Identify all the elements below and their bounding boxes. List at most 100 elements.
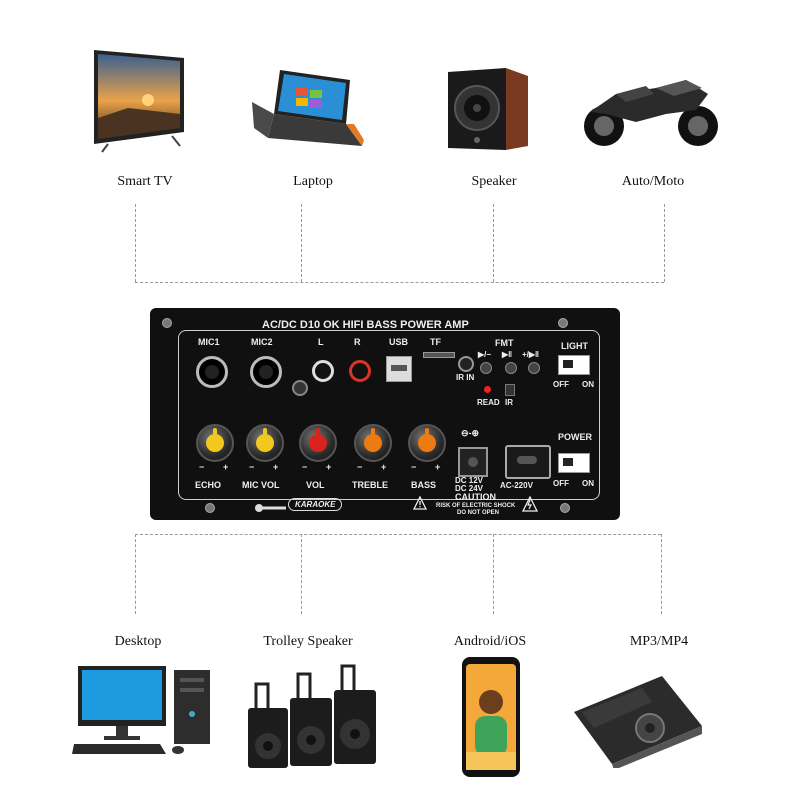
desktop-computer-icon	[70, 664, 212, 760]
trolley-speaker-icon	[246, 664, 378, 772]
knob-label-echo: ECHO	[195, 480, 222, 490]
knob-minus: −	[199, 462, 205, 472]
read-led	[484, 386, 491, 393]
knob-label-vol: VOL	[306, 480, 325, 490]
knob-minus: −	[302, 462, 308, 472]
label-l: L	[318, 337, 324, 347]
label-mic1: MIC1	[198, 337, 220, 347]
connector-line	[301, 534, 302, 614]
label-ac-220v: AC-220V	[500, 481, 533, 490]
label-tf: TF	[430, 337, 441, 347]
screw-icon	[558, 318, 568, 328]
dc-power-jack[interactable]	[458, 447, 488, 477]
label-light: LIGHT	[561, 341, 588, 351]
light-switch[interactable]	[558, 355, 590, 375]
mp3-player-icon	[572, 672, 704, 770]
label-r: R	[354, 337, 361, 347]
warning-triangle-icon	[412, 495, 428, 510]
connector-line	[493, 204, 494, 282]
device-label-auto-moto: Auto/Moto	[621, 174, 685, 189]
label-dc-24v: DC 24V	[455, 484, 484, 493]
amplifier-panel-frame	[178, 330, 600, 500]
connector-line	[661, 534, 662, 614]
knob-plus: +	[223, 462, 229, 472]
usb-port[interactable]	[386, 356, 412, 382]
device-label-laptop: Laptop	[293, 174, 333, 189]
knob-label-treble: TREBLE	[352, 480, 388, 490]
label-light-on: ON	[582, 380, 594, 389]
knob-label-bass: BASS	[411, 480, 437, 490]
knob-plus: +	[435, 462, 441, 472]
device-label-speaker: Speaker	[471, 174, 517, 189]
connector-line	[301, 204, 302, 282]
label-usb: USB	[389, 337, 409, 347]
connector-line	[135, 534, 136, 614]
knob-plus: +	[381, 462, 387, 472]
vol-knob[interactable]	[299, 424, 337, 462]
mic2-jack[interactable]	[250, 356, 282, 388]
warning-triangle-icon	[521, 495, 539, 512]
label-read: READ	[477, 398, 500, 407]
power-switch[interactable]	[558, 453, 590, 473]
label-play: ▶‖	[502, 350, 513, 359]
connector-line	[135, 534, 661, 535]
label-power: POWER	[558, 432, 593, 442]
screw-icon	[162, 318, 172, 328]
label-fmt: FMT	[495, 338, 514, 348]
connector-line	[493, 534, 494, 614]
prev-button[interactable]	[480, 362, 492, 374]
play-pause-button[interactable]	[505, 362, 517, 374]
device-label-smart-tv: Smart TV	[117, 174, 173, 189]
connector-line	[135, 282, 664, 283]
amplifier-board	[150, 308, 620, 520]
tv-icon	[88, 48, 188, 156]
caution-line1: RISK OF ELECTRIC SHOCK	[436, 503, 516, 509]
echo-knob[interactable]	[196, 424, 234, 462]
screw-icon	[560, 503, 570, 513]
knob-minus: −	[411, 462, 417, 472]
knob-minus: −	[249, 462, 255, 472]
rca-left-jack[interactable]	[312, 360, 334, 382]
karaoke-badge: KARAOKE	[288, 498, 343, 511]
microphone-icon	[254, 500, 288, 512]
laptop-icon	[250, 66, 366, 158]
aux-jack[interactable]	[292, 380, 308, 396]
knob-label-mic-vol: MIC VOL	[242, 480, 280, 490]
ac-power-socket[interactable]	[505, 445, 551, 479]
device-label-android-ios: Android/iOS	[453, 634, 527, 649]
motorcycle-icon	[576, 72, 722, 152]
label-power-off: OFF	[553, 479, 569, 488]
caution-title: CAUTION	[455, 492, 496, 502]
label-ir-in: IR IN	[456, 373, 475, 382]
device-label-desktop: Desktop	[114, 634, 162, 649]
treble-knob[interactable]	[354, 424, 392, 462]
device-label-mp3-mp4: MP3/MP4	[629, 634, 689, 649]
knob-plus: +	[273, 462, 279, 472]
next-button[interactable]	[528, 362, 540, 374]
tf-card-slot[interactable]	[423, 352, 455, 358]
device-label-trolley-speaker: Trolley Speaker	[263, 634, 353, 649]
label-ir: IR	[505, 398, 513, 407]
mic-vol-knob[interactable]	[246, 424, 284, 462]
label-dc-12v: DC 12V	[455, 476, 484, 485]
connector-line	[135, 204, 136, 282]
label-power-on: ON	[582, 479, 594, 488]
label-next: +/▶‖	[522, 350, 540, 359]
ir-in-jack[interactable]	[458, 356, 474, 372]
connector-line	[664, 204, 665, 282]
bass-knob[interactable]	[408, 424, 446, 462]
label-prev: ▶/−	[478, 350, 492, 359]
ir-receiver	[505, 384, 515, 396]
caution-line2: DO NOT OPEN	[457, 510, 500, 516]
rca-right-jack[interactable]	[349, 360, 371, 382]
smartphone-icon	[461, 656, 521, 778]
mic1-jack[interactable]	[196, 356, 228, 388]
speaker-icon	[440, 62, 536, 154]
knob-plus: +	[326, 462, 332, 472]
knob-minus: −	[357, 462, 363, 472]
label-mic2: MIC2	[251, 337, 273, 347]
dc-polarity-symbol: ⊖-⊕	[461, 428, 480, 438]
label-light-off: OFF	[553, 380, 569, 389]
panel-title: AC/DC D10 OK HIFI BASS POWER AMP	[262, 319, 469, 331]
screw-icon	[205, 503, 215, 513]
